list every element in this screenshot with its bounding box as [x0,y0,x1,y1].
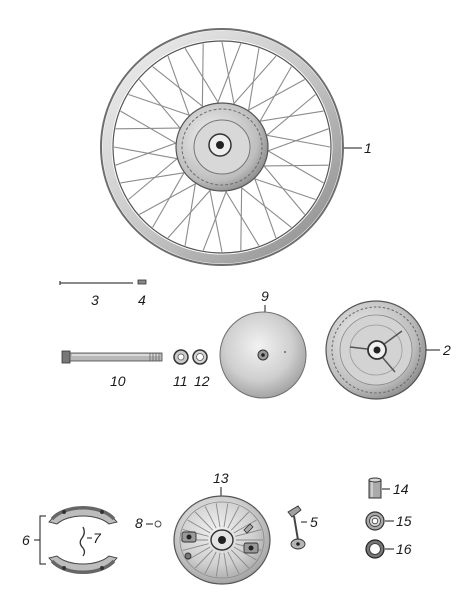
plate-rib [187,519,211,534]
plate-rib [215,552,221,577]
spoke [59,281,133,285]
brake-shoe-upper [48,506,118,525]
plate-rib [235,529,262,537]
washer-12 [192,349,208,365]
seal-ring [365,539,385,559]
ball-bearing [365,511,385,531]
label-5: 5 [310,514,318,530]
label-16: 16 [396,541,412,557]
brake-drum-hub [325,300,427,400]
plate-rib [204,506,217,529]
spoke-nipple [137,279,147,285]
plate-rib [182,543,209,551]
label-11: 11 [173,373,188,389]
plate-rib [223,552,229,577]
plate-rib [223,503,229,528]
plate-rib [230,511,250,531]
plate-rib [227,506,240,529]
plate-rib [194,511,214,531]
spacer-sleeve [368,477,382,499]
plate-rib [194,549,214,569]
plate-rib [227,551,240,574]
label-6: 6 [22,532,30,548]
spoked-wheel [100,28,344,266]
label-3: 3 [91,292,99,308]
brake-shoe-lower [48,555,118,574]
axle [61,350,163,364]
plate-rib [215,503,221,528]
label-12: 12 [194,373,210,389]
washer-11 [173,349,189,365]
label-2: 2 [442,342,451,358]
label-10: 10 [110,373,126,389]
brake-spring [79,526,86,557]
plate-rib [230,549,250,569]
label-15: 15 [396,513,412,529]
brake-lever [287,505,306,550]
plate-rib [187,546,211,561]
label-9: 9 [261,288,269,304]
label-8: 8 [135,515,143,531]
label-7: 7 [93,530,102,546]
label-13: 13 [213,470,229,486]
label-14: 14 [393,481,409,497]
plate-rib [204,551,217,574]
plate-rib [233,519,257,534]
label-1: 1 [364,140,372,156]
brake-anchor-plate [173,495,271,585]
label-4: 4 [138,292,146,308]
plate-rib [233,546,257,561]
cover-disc [219,311,307,399]
small-ball [154,520,162,528]
bracket-6 [39,515,46,565]
